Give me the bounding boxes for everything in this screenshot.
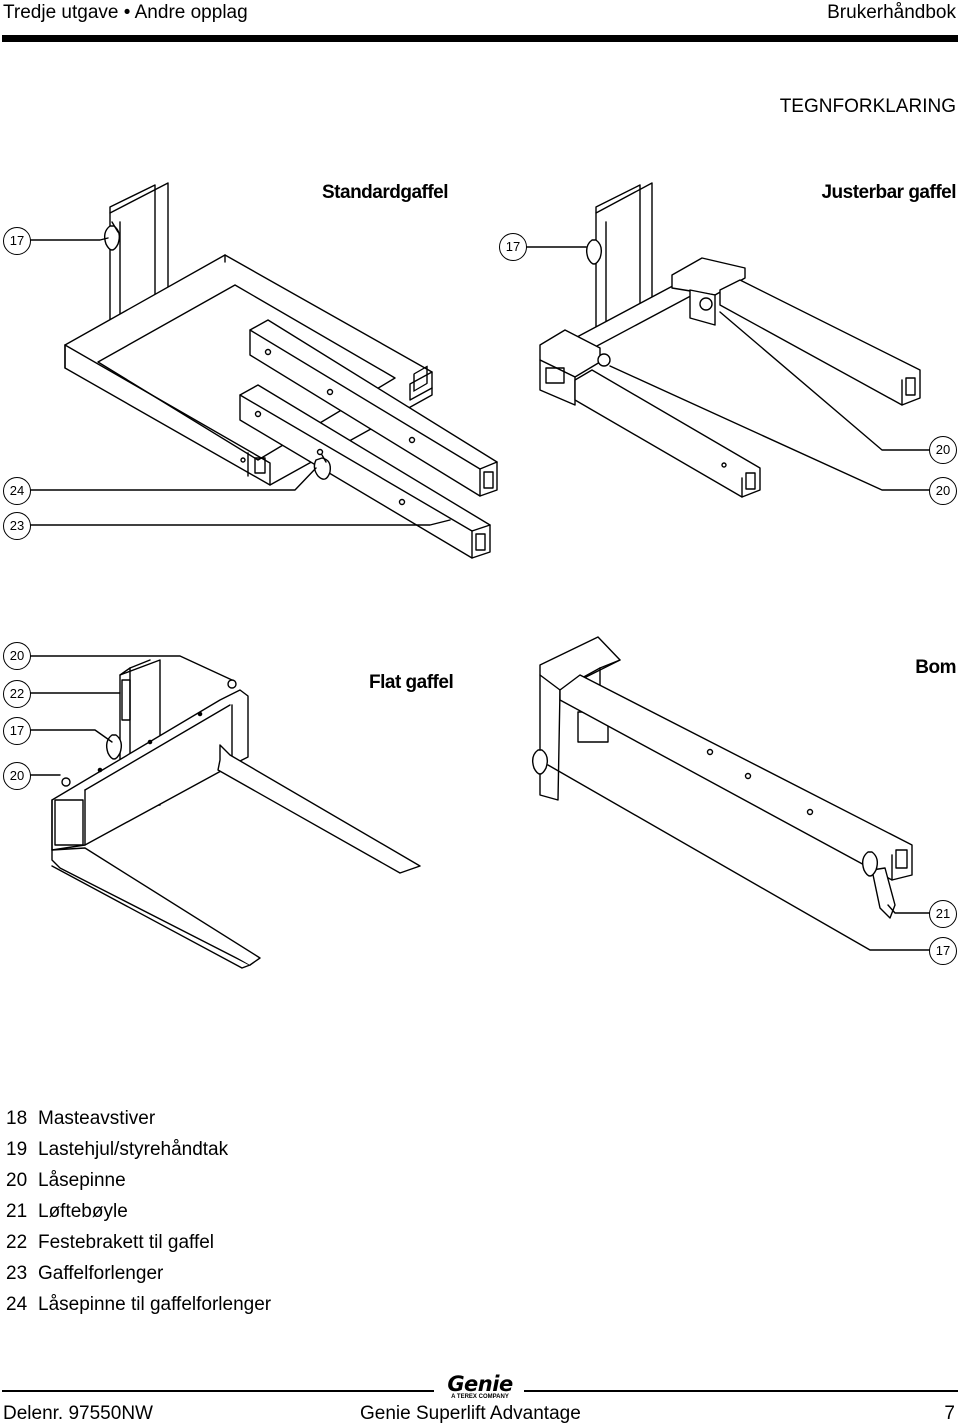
callout-std-24: 24 <box>3 477 31 505</box>
boom-drawing <box>531 636 931 951</box>
footer-page-number: 7 <box>944 1403 955 1424</box>
callout-boom-17: 17 <box>929 937 957 965</box>
figure-title-standard: Standardgaffel <box>322 182 449 203</box>
footer-rule-right <box>524 1390 958 1392</box>
footer-rule-left <box>2 1390 434 1392</box>
flat-fork-drawing <box>29 655 421 969</box>
callout-flat-22: 22 <box>3 680 31 708</box>
callout-adj-17: 17 <box>499 233 527 261</box>
callout-adj-20b: 20 <box>929 477 957 505</box>
section-title: TEGNFORKLARING <box>779 96 956 117</box>
figure-title-adjustable: Justerbar gaffel <box>821 182 956 203</box>
callout-boom-21: 21 <box>929 900 957 928</box>
footer-part-number: Delenr. 97550NW <box>3 1403 153 1424</box>
callout-adj-20a: 20 <box>929 436 957 464</box>
figure-title-flat: Flat gaffel <box>369 672 454 693</box>
adjustable-fork-drawing <box>525 182 931 498</box>
header-manual-title: Brukerhåndbok <box>827 2 956 23</box>
standard-fork-drawing <box>29 182 498 559</box>
callout-flat-20b: 20 <box>3 762 31 790</box>
genie-logo-subline: A TEREX COMPANY <box>451 1394 509 1400</box>
genie-logo: Genie A TEREX COMPANY <box>442 1372 518 1401</box>
callout-flat-20a: 20 <box>3 642 31 670</box>
figure-title-boom: Bom <box>915 657 956 678</box>
header-rule <box>2 35 958 42</box>
callout-std-17: 17 <box>3 227 31 255</box>
callout-flat-17: 17 <box>3 717 31 745</box>
header-edition: Tredje utgave • Andre opplag <box>3 2 248 23</box>
footer-product-name: Genie Superlift Advantage <box>360 1403 581 1424</box>
callout-std-23: 23 <box>3 512 31 540</box>
genie-logo-wordmark: Genie <box>447 1372 513 1396</box>
